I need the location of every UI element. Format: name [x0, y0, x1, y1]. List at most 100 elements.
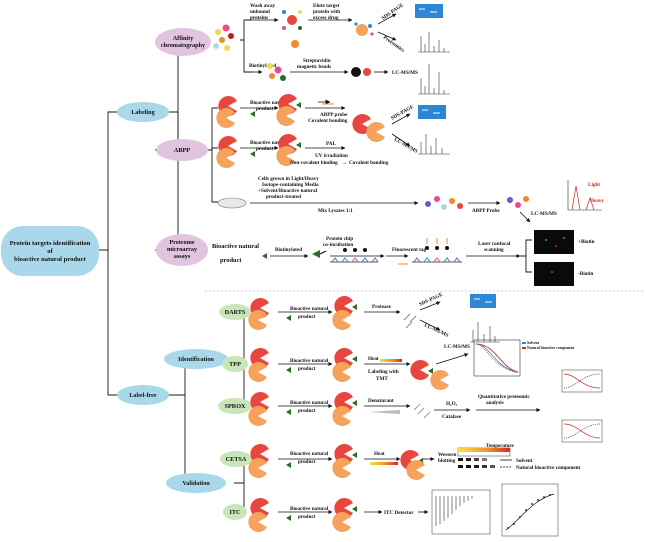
- proteome-label-1: Proteome: [169, 239, 195, 246]
- uv-label: UV irradiation: [315, 153, 348, 159]
- tagged-chip-icon: [412, 238, 462, 263]
- protein-mix-icon: [213, 24, 234, 51]
- abpp-probe-label: ABPP probe: [320, 112, 348, 118]
- darts-bnp-b: product: [298, 314, 316, 320]
- proteome-row: Bioactive natural product Biotinylated P…: [212, 230, 595, 286]
- biotinylated-label: Biotinylated: [249, 63, 276, 69]
- identification-node: Identification: [164, 349, 228, 369]
- tpp-label: TPP: [229, 361, 241, 368]
- tpp-row: Bioactive natural product Heat Labeling …: [248, 339, 575, 390]
- cetsa-heat-label: Heat: [374, 451, 385, 457]
- darts-label: DARTS: [225, 309, 246, 316]
- protein-chip-icon: [330, 248, 379, 263]
- quant-label-1: Quantitative proteomic: [478, 394, 530, 400]
- mix-lysates-label: Mix Lysates 1:1: [318, 208, 353, 214]
- western-label-2: blotting: [438, 458, 456, 464]
- elute-label-3: excess drug: [313, 15, 339, 21]
- sds-label-affinity: SDS-PAGE: [381, 2, 406, 22]
- darts-row: Bioactive natural product Protease SDS-P…: [248, 291, 500, 343]
- sprox-node: SPROX: [218, 398, 252, 414]
- affinity-row: Wash away unbound proteins Elute target …: [213, 2, 450, 95]
- validation-label: Validation: [182, 480, 210, 487]
- cetsa-nbc-label: Natural bioactive component: [516, 465, 581, 471]
- sprox-curves: [561, 369, 603, 443]
- petri-dish-icon: [217, 197, 247, 209]
- proteome-bnp-a: Bioactive natural: [212, 243, 259, 250]
- root-title-line2: of: [47, 248, 53, 255]
- eluted-protein-icon: [354, 22, 374, 36]
- abpp-probe-label-2: ABPP Probe: [472, 208, 500, 214]
- spectrum-abpp: [418, 134, 450, 155]
- abpp-label: ABPP: [174, 147, 190, 154]
- tpp-node: TPP: [222, 356, 248, 372]
- quant-label-2: analysis: [486, 400, 504, 406]
- bead-icon: [351, 67, 371, 77]
- silac-label-3: +Solvent/Bioactive natural: [258, 188, 318, 194]
- noncovalent-label: Non-covalent binding: [290, 160, 338, 166]
- streptavidin-label-1: Streptavidin: [303, 58, 331, 64]
- covalent-label-2: Covalent bonding: [349, 160, 389, 166]
- root-node: Protein targets identification of bioact…: [1, 226, 99, 276]
- tpp-heat-label: Heat: [368, 356, 379, 362]
- covalent-label: Covalent bonding: [308, 118, 348, 124]
- tpp-bnp-a: Bioactive natural: [290, 358, 329, 364]
- gel-image-abpp: [418, 105, 446, 119]
- probe-bound-icon: [507, 196, 529, 208]
- elute-label-2: protein with: [313, 9, 340, 15]
- cetsa-row: Bioactive natural product Heat Western b…: [248, 444, 581, 480]
- biotin-tag-icon: [312, 250, 327, 258]
- sprox-label: SPROX: [225, 403, 247, 410]
- sprox-fragments: [413, 403, 431, 419]
- itc-bnp-a: Bioactive natural: [290, 506, 329, 512]
- proteomics-label: Proteomics: [382, 35, 406, 54]
- tpp-bnp-b: product: [298, 366, 316, 372]
- labeling-node: Labeling: [117, 102, 169, 122]
- sprox-bnp-b: product: [298, 408, 316, 414]
- tpp-legend-solvent: Solvent: [527, 341, 540, 345]
- noncov-arrow-symbol: →: [342, 160, 347, 166]
- lcms-label-silac: LC-MS/MS: [531, 211, 557, 217]
- streptavidin-label-2: magnetic beads: [297, 64, 331, 70]
- chip-label-1: Protein chip: [326, 236, 353, 242]
- minus-biotin-label: -Biotin: [578, 271, 593, 277]
- label-free-label: Label-free: [129, 392, 157, 399]
- cetsa-solvent-label: Solvent: [516, 458, 533, 464]
- laser-label-2: scanning: [484, 247, 504, 253]
- western-label-1: Western: [438, 452, 457, 458]
- pal-label: PAL: [326, 141, 337, 147]
- cetsa-blot: Temperature: [457, 444, 515, 468]
- protease-label: Protease: [372, 304, 392, 310]
- sprox-bnp-a: Bioactive natural: [290, 400, 329, 406]
- darts-lcms-label: LC-MS/MS: [423, 322, 449, 338]
- gel-image-darts: [470, 294, 496, 308]
- proteome-biotinylated-label: Biotinylated: [275, 247, 302, 253]
- affinity-label-2: chromatography: [161, 42, 206, 49]
- silac-label-2: Isotope-containing Media: [262, 182, 319, 188]
- itc-thermogram: [431, 489, 491, 535]
- spectrum-affinity: [418, 32, 450, 53]
- root-title-line3: bioactive natural product: [14, 256, 86, 263]
- catalase-label: Catalase: [442, 414, 462, 420]
- silac-label-1: Cells grown in Light/Heavy: [258, 176, 319, 182]
- cetsa-heat-bar: [370, 462, 398, 465]
- affinity-node: Affinity chromatography: [155, 28, 211, 56]
- gel-image-affinity: [415, 4, 443, 18]
- laser-label-1: Laser confocal: [478, 241, 511, 247]
- denaturant-wedge: [368, 410, 400, 414]
- abpp-bnp1-b: product: [256, 106, 274, 112]
- itc-binding-isotherm: [501, 483, 559, 537]
- lysate-mix-icon: [425, 196, 463, 210]
- abpp-node: ABPP: [156, 139, 208, 161]
- root-title-line1: Protein targets identification: [10, 240, 91, 247]
- itc-label: ITC: [229, 509, 240, 516]
- light-heavy-spectrum: Light Heavy: [567, 180, 605, 211]
- proteome-label-2: microarray: [167, 246, 198, 253]
- denaturant-label: Denaturant: [368, 398, 394, 404]
- scan-image-minus: [534, 262, 574, 286]
- darts-node: DARTS: [219, 304, 251, 320]
- bead-protein-icon: [282, 10, 302, 48]
- biotin-protein-icon: [267, 63, 286, 81]
- fluorescent-tag-label: Fluorescent tag: [392, 247, 426, 253]
- identification-label: Identification: [178, 356, 214, 363]
- proteome-bnp-b: product: [220, 257, 242, 264]
